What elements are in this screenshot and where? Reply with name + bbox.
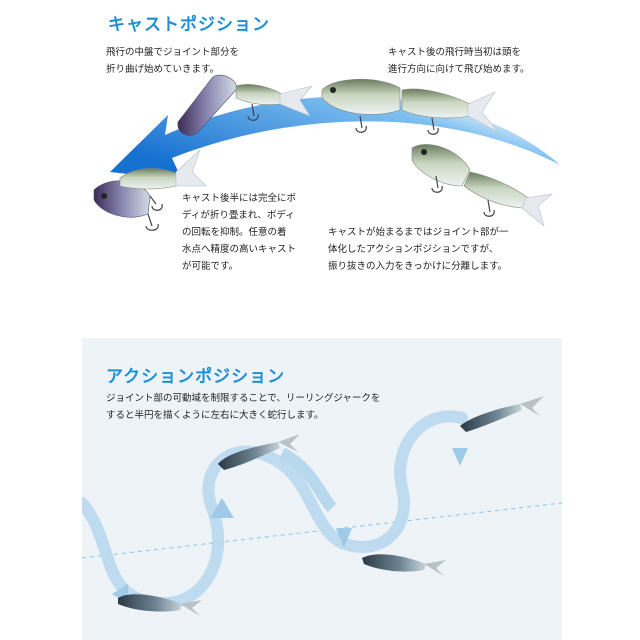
action-position-title: アクションポジション — [106, 367, 286, 387]
lure-straight-top-right — [321, 78, 499, 135]
action-illustration — [82, 396, 562, 616]
wave-arrowhead-2 — [336, 528, 352, 548]
action-lure-2 — [218, 434, 300, 470]
caption-early-flight: キャスト後の飛行時当初は頭を 進行方向に向けて飛び始めます。 — [388, 47, 530, 75]
action-lure-1 — [118, 594, 202, 616]
lure-separating-right — [411, 144, 553, 227]
cast-arc-arrow — [110, 96, 560, 180]
action-lure-3 — [362, 554, 446, 576]
action-lure-4 — [460, 396, 544, 432]
cast-illustration — [93, 74, 560, 231]
caption-late-flight: キャスト後半には完全にボ ディが折り畳まれ、ボディ の回転を抑制。任意の着 水点… — [182, 193, 297, 272]
lure-folded-left — [93, 149, 207, 231]
action-position-section: アクションポジション ジョイント部の可動域を制限することで、リーリングジャークを… — [82, 338, 562, 640]
action-position-caption: ジョイント部の可動域を制限することで、リーリングジャークを すると半円を描くよう… — [106, 393, 381, 421]
wave-arrowhead-1 — [210, 498, 234, 518]
caption-mid-flight: 飛行の中盤でジョイント部分を 折り曲げ始めていきます。 — [106, 47, 240, 75]
cast-position-section: キャストポジション — [93, 15, 560, 272]
cast-position-title: キャストポジション — [108, 15, 270, 35]
lure-bending-top-left — [177, 74, 313, 136]
caption-before-cast: キャストが始まるまではジョイント部が一 体化したアクションポジションですが、 振… — [328, 227, 509, 272]
wave-arrowhead-4 — [452, 448, 468, 466]
